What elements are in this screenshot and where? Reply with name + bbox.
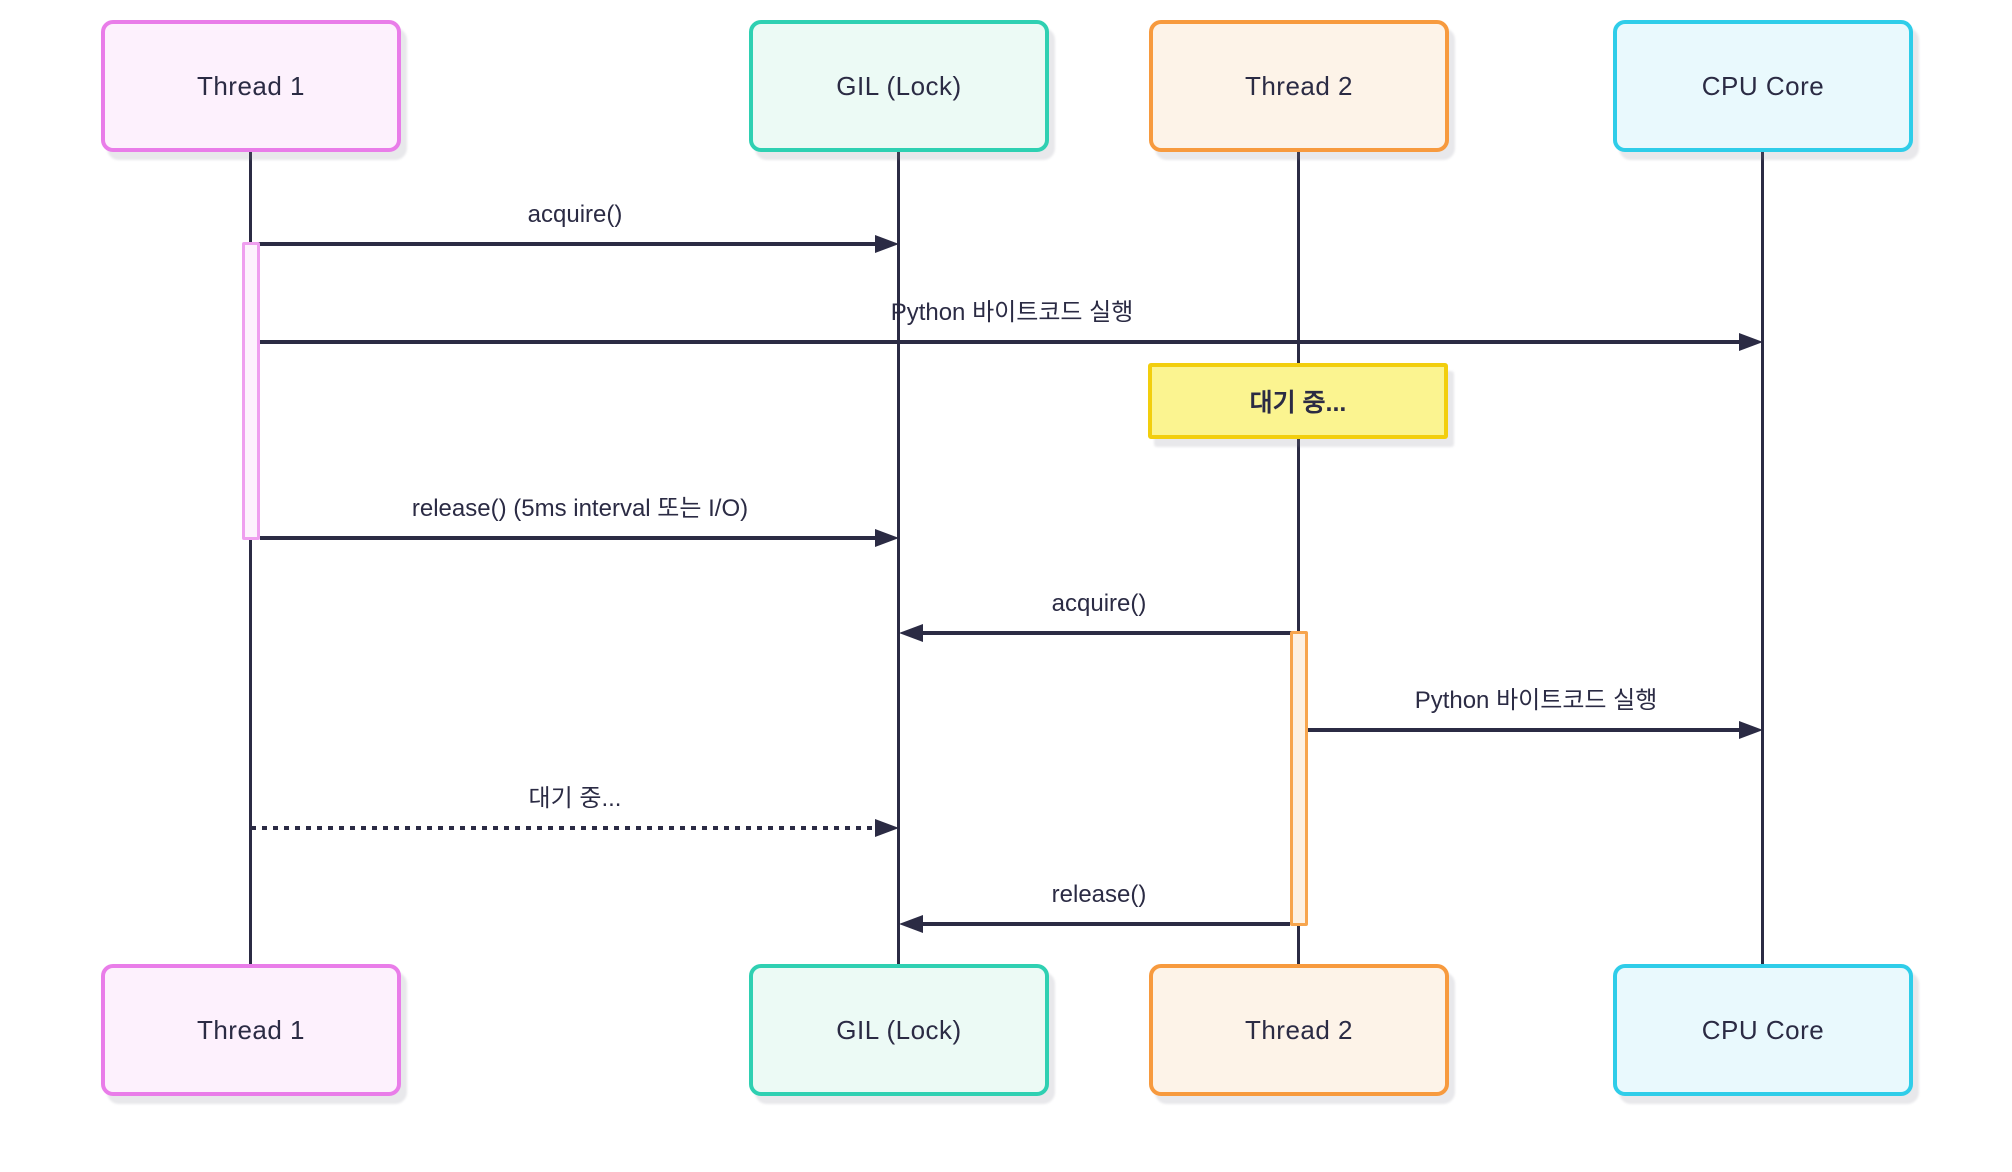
participant-bottom-cpu-core: CPU Core [1613, 964, 1913, 1096]
participant-top-thread1: Thread 1 [101, 20, 401, 152]
message-line-dotted [251, 826, 875, 830]
message-label: release() (5ms interval 또는 I/O) [411, 495, 749, 522]
arrowhead-right-icon [875, 235, 899, 253]
message-line [1308, 728, 1739, 732]
arrowhead-left-icon [899, 624, 923, 642]
message-label: 대기 중... [528, 785, 622, 812]
message-label: release() [1051, 881, 1147, 908]
arrowhead-right-icon [1739, 721, 1763, 739]
message-line [923, 631, 1299, 635]
message-line [251, 242, 875, 246]
participant-bottom-thread1: Thread 1 [101, 964, 401, 1096]
activation-bar-thread1 [242, 242, 260, 540]
lifeline-thread1 [249, 152, 252, 964]
message-line [260, 536, 875, 540]
lifeline-thread2 [1297, 152, 1300, 964]
note-box: 대기 중... [1148, 363, 1448, 439]
message-label: acquire() [527, 201, 623, 228]
message-label: Python 바이트코드 실행 [1414, 687, 1658, 714]
arrowhead-right-icon [875, 819, 899, 837]
arrowhead-right-icon [875, 529, 899, 547]
participant-top-cpu-core: CPU Core [1613, 20, 1913, 152]
message-line [260, 340, 1739, 344]
participant-bottom-gil: GIL (Lock) [749, 964, 1049, 1096]
message-label: acquire() [1051, 590, 1147, 617]
participant-top-thread2: Thread 2 [1149, 20, 1449, 152]
participant-bottom-thread2: Thread 2 [1149, 964, 1449, 1096]
arrowhead-right-icon [1739, 333, 1763, 351]
message-label: Python 바이트코드 실행 [890, 299, 1134, 326]
lifeline-cpu-core [1761, 152, 1764, 964]
message-line [923, 922, 1290, 926]
arrowhead-left-icon [899, 915, 923, 933]
lifeline-gil [897, 152, 900, 964]
activation-bar-thread2 [1290, 631, 1308, 926]
participant-top-gil: GIL (Lock) [749, 20, 1049, 152]
